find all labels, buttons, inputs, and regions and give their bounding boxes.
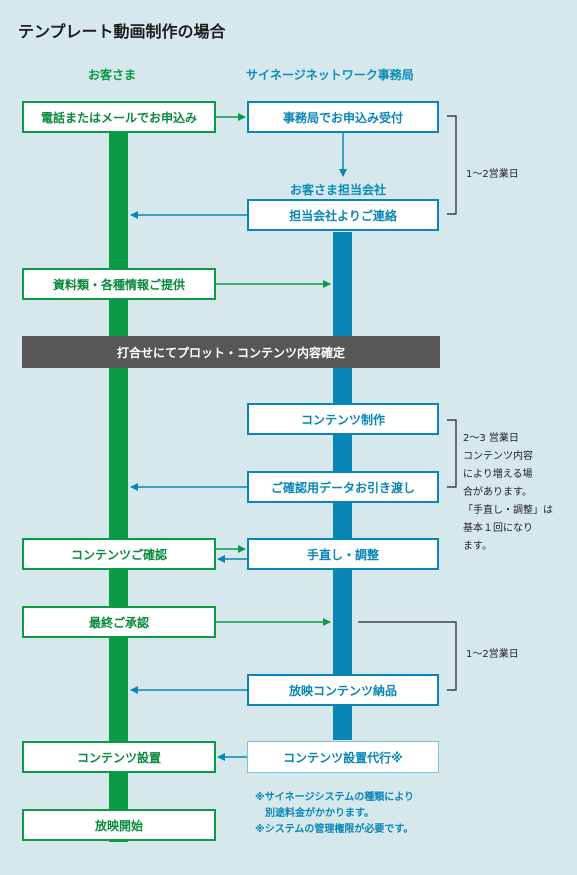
step-provide-materials: 資料類・各種情報ご提供 <box>22 268 216 300</box>
step-check-content: コンテンツご確認 <box>22 538 216 570</box>
bracket-top <box>447 115 457 215</box>
bracket-bottom <box>447 621 457 691</box>
page-title: テンプレート動画制作の場合 <box>18 22 226 41</box>
step-data-handover: ご確認用データお引き渡し <box>247 471 439 503</box>
sub-office-label: お客さま担当会社 <box>290 183 387 197</box>
step-install-content: コンテンツ設置 <box>22 741 216 773</box>
note-middle: 2〜3 営業日 コンテンツ内容 により増える場 合があります。 「手直し・調整」… <box>463 433 553 552</box>
step-reception: 事務局でお申込み受付 <box>247 101 439 133</box>
note-bottom: 1〜2営業日 <box>466 649 519 660</box>
step-install-agency: コンテンツ設置代行※ <box>247 741 439 773</box>
step-contact: 担当会社よりご連絡 <box>247 199 439 231</box>
step-delivery: 放映コンテンツ納品 <box>247 674 439 706</box>
step-final-approval: 最終ご承認 <box>22 606 216 638</box>
note-top: 1〜2営業日 <box>466 169 519 180</box>
step-adjustment: 手直し・調整 <box>247 538 439 570</box>
plot-confirm-banner: 打合せにてプロット・コンテンツ内容確定 <box>22 336 440 368</box>
step-production: コンテンツ制作 <box>247 403 439 435</box>
step-apply: 電話またはメールでお申込み <box>22 101 216 133</box>
column-header-customer: お客さま <box>88 68 137 82</box>
bracket-middle <box>447 419 457 488</box>
column-header-office: サイネージネットワーク事務局 <box>246 68 414 82</box>
step-start-broadcast: 放映開始 <box>22 809 216 841</box>
footnote: ※サイネージシステムの種類により 別途料金がかかります。 ※システムの管理権限が… <box>255 792 415 835</box>
